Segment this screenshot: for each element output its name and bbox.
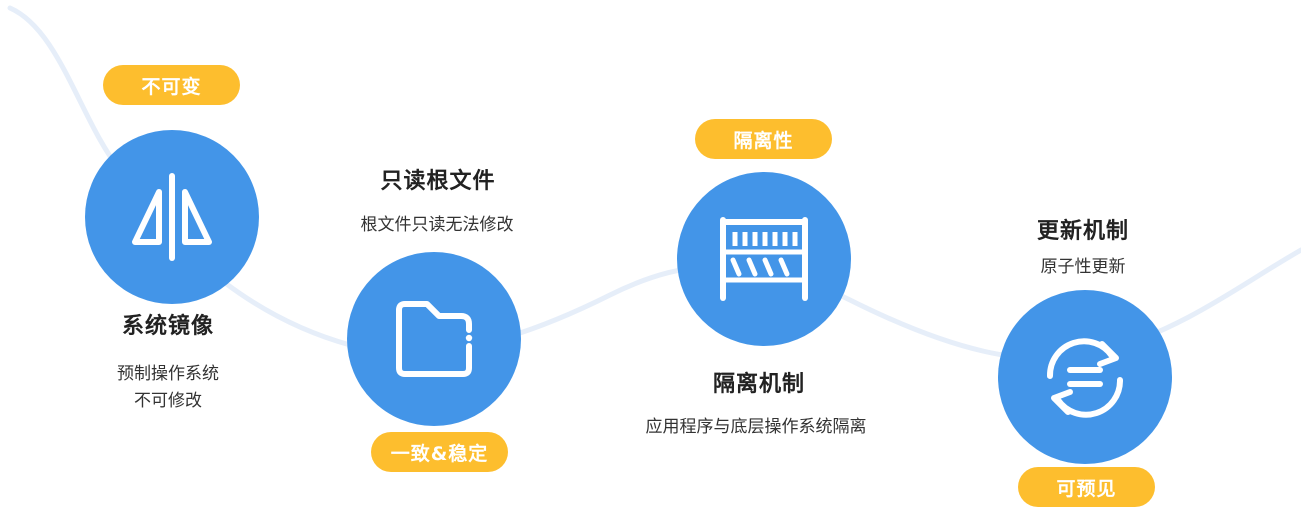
step-desc-system-image: 预制操作系统 不可修改 bbox=[117, 361, 219, 415]
step-title-system-image: 系统镜像 bbox=[121, 314, 215, 339]
badge-label: 一致&稳定 bbox=[390, 442, 489, 465]
desc-line: 不可修改 bbox=[134, 391, 202, 411]
barrier-icon bbox=[720, 217, 808, 301]
badge-label: 可预见 bbox=[1056, 477, 1117, 500]
step-desc-isolation: 应用程序与底层操作系统隔离 bbox=[646, 414, 867, 441]
badge-label: 不可变 bbox=[141, 75, 202, 98]
step-circle-isolation bbox=[677, 172, 851, 346]
step-circle-readonly-root bbox=[347, 252, 521, 426]
desc-line: 原子性更新 bbox=[1040, 257, 1126, 277]
badge-isolation: 隔离性 bbox=[695, 119, 832, 159]
step-desc-update: 原子性更新 bbox=[1041, 254, 1126, 281]
badge-predictable: 可预见 bbox=[1018, 467, 1155, 507]
step-title-update: 更新机制 bbox=[1036, 219, 1130, 244]
desc-line: 应用程序与底层操作系统隔离 bbox=[645, 417, 867, 437]
mirror-icon bbox=[132, 173, 212, 261]
badge-immutable: 不可变 bbox=[103, 65, 240, 105]
badge-consistent: 一致&稳定 bbox=[371, 432, 508, 472]
sync-icon bbox=[1046, 338, 1124, 418]
step-circle-update bbox=[998, 290, 1172, 464]
desc-line: 预制操作系统 bbox=[117, 364, 219, 384]
step-title-isolation: 隔离机制 bbox=[712, 372, 806, 397]
step-title-readonly-root: 只读根文件 bbox=[380, 169, 496, 194]
step-circle-system-image bbox=[85, 130, 259, 304]
badge-label: 隔离性 bbox=[733, 129, 794, 152]
step-desc-readonly-root: 根文件只读无法修改 bbox=[361, 212, 514, 239]
desc-line: 根文件只读无法修改 bbox=[360, 215, 514, 235]
folder-icon bbox=[396, 301, 473, 377]
